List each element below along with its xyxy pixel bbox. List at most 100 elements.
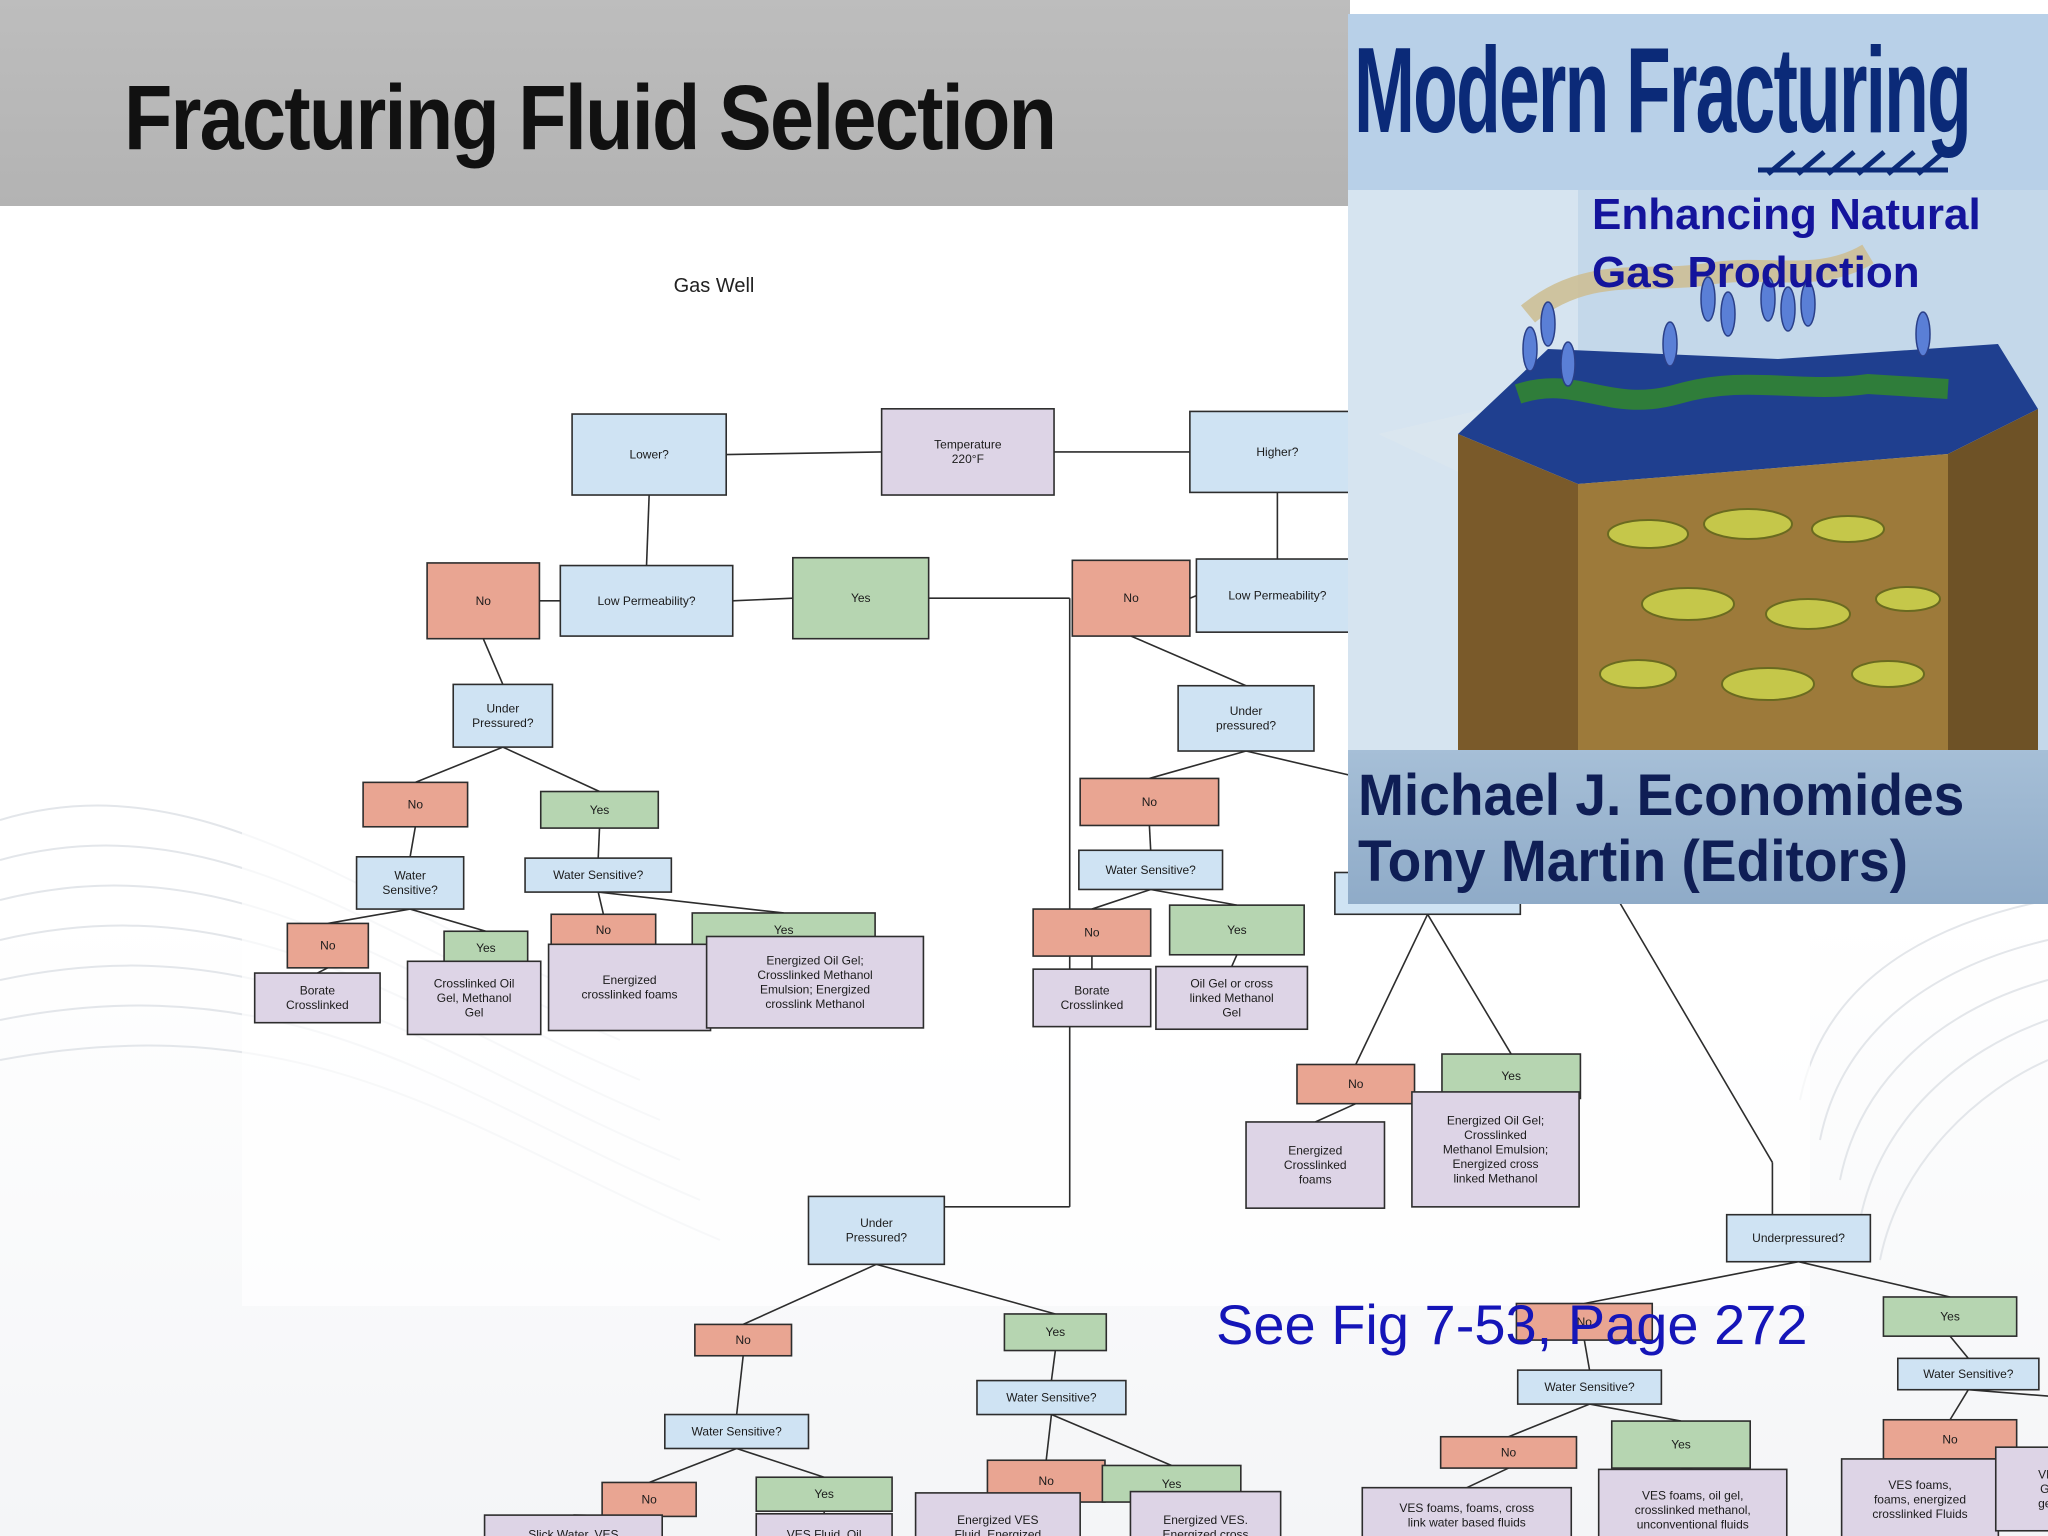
flow-node-label: No [476, 594, 492, 608]
flow-node-box [755, 1512, 893, 1536]
flow-node-label: No [1142, 795, 1158, 809]
flow-node-label: Water Sensitive? [553, 868, 644, 882]
diagram-title: Gas Well [674, 275, 755, 297]
flow-node-box [1078, 849, 1224, 891]
flow-node-lyws2: Water Sensitive? [976, 1379, 1127, 1416]
flow-node-hyws1yes: Yes [1610, 1420, 1752, 1469]
flow-connector [502, 746, 600, 793]
flow-connector [1798, 1260, 1951, 1298]
flow-node-box [1177, 684, 1315, 752]
flow-connector [1189, 594, 1197, 599]
flow-node-box [253, 972, 381, 1024]
flow-connector [1148, 825, 1152, 851]
book-authors-band: Michael J. Economides Tony Martin (Edito… [1348, 750, 2048, 904]
flow-connector [1949, 1389, 1970, 1421]
flow-node-lupyes: Yes [539, 790, 660, 829]
flow-node-label: Water Sensitive? [1544, 1380, 1635, 1394]
flow-node-box [914, 1492, 1081, 1536]
flow-connector [1230, 954, 1238, 967]
flow-node-box [1840, 1458, 2000, 1536]
flow-node-lws2no: No [550, 913, 657, 947]
flow-connector [1589, 1403, 1682, 1422]
flow-connector [648, 1447, 737, 1484]
flow-node-box [1032, 968, 1152, 1028]
flow-node-label: Low Permeability? [1228, 589, 1326, 603]
flow-node-lyes: Yes [792, 556, 930, 640]
title-bar [0, 0, 1350, 206]
flow-node-lws1yes: Yes [443, 930, 529, 967]
flow-node-label: Yes [1227, 923, 1247, 937]
flow-connector [1968, 1388, 2048, 1397]
flow-node-box [406, 960, 542, 1036]
flow-connector [1149, 750, 1247, 780]
flow-node-label: Yes [1162, 1477, 1182, 1491]
flow-node-lws1no: No [286, 922, 370, 969]
flow-connector [1150, 888, 1238, 906]
flow-node-box [1032, 908, 1152, 957]
flow-node-hws1: Water Sensitive? [1078, 849, 1224, 891]
flow-node-hws1yes: Yes [1168, 904, 1305, 956]
flow-node-lupno: No [362, 781, 469, 828]
flow-connector [742, 1263, 877, 1326]
flow-connector [726, 451, 882, 456]
flow-connector [1050, 1350, 1057, 1381]
flow-node-box [1896, 1357, 2040, 1391]
flow-node-label: Yes [590, 803, 610, 817]
flow-node-label: Yes [1501, 1069, 1521, 1083]
flow-connector [327, 908, 411, 925]
flow-node-label: No [1577, 1315, 1593, 1329]
flow-node-box [664, 1413, 810, 1450]
flow-node-label: Underpressured? [1752, 1231, 1845, 1245]
flow-connector [1355, 913, 1429, 1065]
flow-connector [736, 1447, 825, 1478]
flow-node-box [286, 922, 370, 969]
flow-node-box [1439, 1435, 1578, 1469]
flow-node-box [1994, 1446, 2048, 1532]
book-subtitle: Enhancing Natural Gas Production [1592, 190, 1981, 297]
flow-connector [645, 494, 650, 566]
flow-node-box [976, 1379, 1127, 1416]
flow-node-llowperm: Low Permeability? [559, 564, 734, 637]
flow-node-label: No [1039, 1474, 1055, 1488]
flow-node-lower: Lower? [571, 413, 728, 496]
flow-node-r-enves2: Energized VES.Energized crosslinked Meth… [1129, 1490, 1282, 1536]
flow-node-label: Yes [814, 1487, 834, 1501]
flow-node-label: Water Sensitive? [1923, 1367, 2014, 1381]
flow-node-box [1411, 1091, 1580, 1208]
book-author-2: Tony Martin (Editors) [1358, 829, 1908, 894]
flow-node-box [524, 857, 673, 893]
flow-node-box [559, 564, 734, 637]
flow-node-box [1168, 904, 1305, 956]
flow-connector [1426, 913, 1512, 1055]
flow-node-hyup: Underpressured? [1725, 1213, 1872, 1263]
flow-node-hno: No [1071, 559, 1191, 637]
flow-node-lno: No [426, 562, 541, 640]
flow-node-box [1003, 1313, 1108, 1352]
flow-connector [1045, 1414, 1053, 1461]
flow-node-box [355, 856, 465, 910]
flow-connector [415, 746, 504, 784]
flow-connector [1091, 888, 1151, 910]
flow-node-hws2no: No [1296, 1063, 1416, 1105]
flow-node-lws2: Water Sensitive? [524, 857, 673, 893]
flow-node-lyupyes: Yes [1003, 1313, 1108, 1352]
flow-node-box [452, 683, 554, 748]
flow-node-box [539, 790, 660, 829]
flow-node-box [694, 1323, 793, 1357]
